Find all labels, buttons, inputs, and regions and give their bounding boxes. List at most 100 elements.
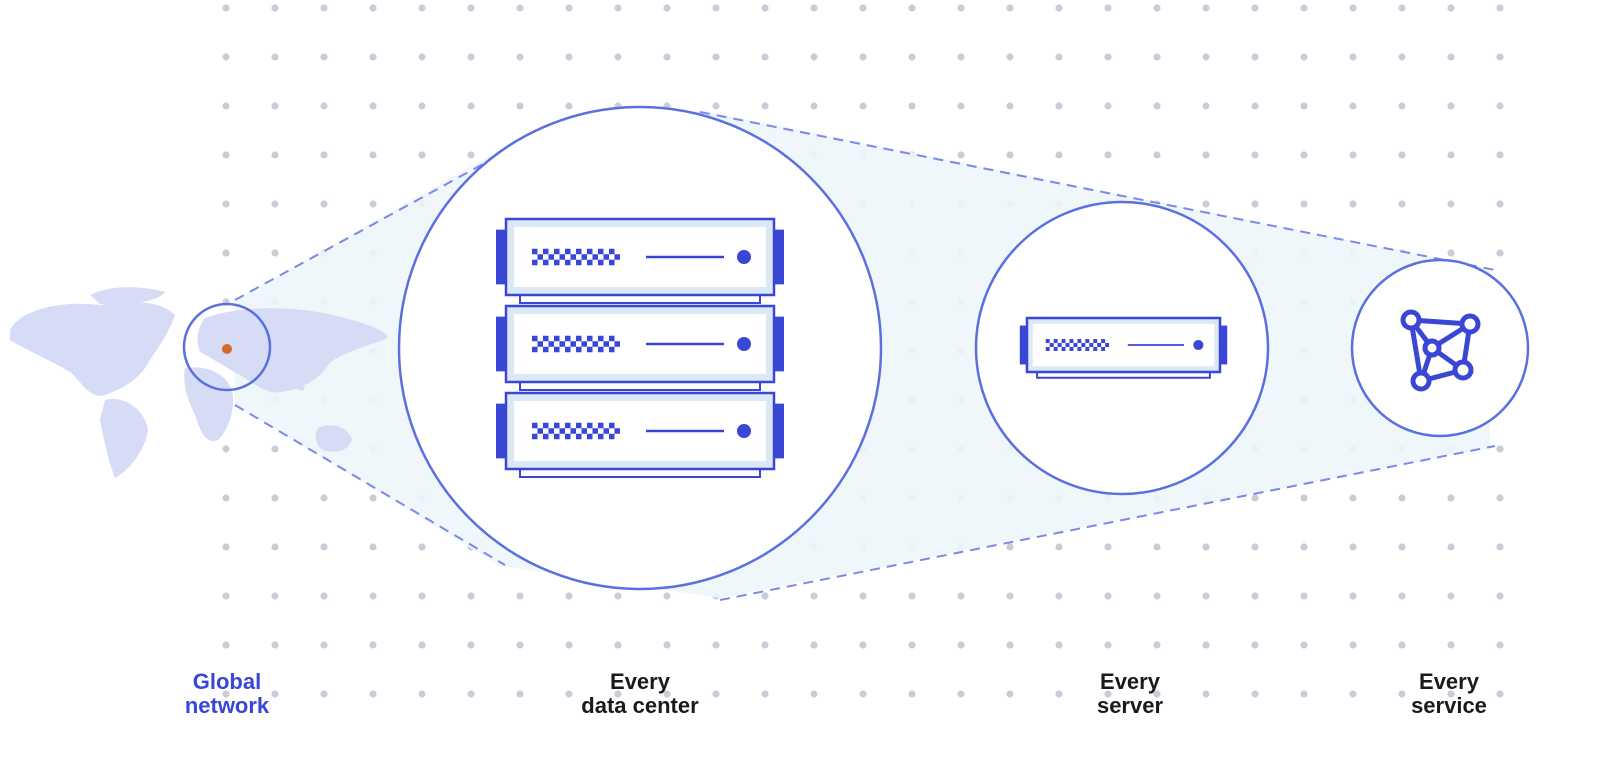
grid-dot [908, 102, 916, 110]
grid-dot [663, 641, 671, 649]
grid-dot [663, 690, 671, 698]
grid-dot [1447, 249, 1455, 257]
grid-dot [712, 53, 720, 61]
grid-dot [1251, 543, 1259, 551]
grid-dot [418, 690, 426, 698]
grid-dot [1202, 151, 1210, 159]
server-unit [1019, 316, 1228, 379]
grid-dot [467, 641, 475, 649]
grid-dot [1153, 102, 1161, 110]
grid-dot [957, 641, 965, 649]
grid-dot [271, 543, 279, 551]
grid-dot [810, 4, 818, 12]
grid-dot [859, 4, 867, 12]
grid-dot [516, 102, 524, 110]
grid-dot [565, 641, 573, 649]
cone-edge-bottom-1 [234, 404, 506, 566]
grid-dot [859, 690, 867, 698]
grid-dot [467, 4, 475, 12]
grid-dot [418, 592, 426, 600]
grid-dot [1104, 641, 1112, 649]
grid-dot [1447, 592, 1455, 600]
grid-dot [418, 4, 426, 12]
grid-dot [1006, 690, 1014, 698]
grid-dot [565, 4, 573, 12]
cone-edge-top-1 [234, 151, 506, 301]
grid-dot [1202, 53, 1210, 61]
grid-dot [957, 4, 965, 12]
grid-dot [418, 102, 426, 110]
grid-dot [467, 102, 475, 110]
grid-dot [1300, 151, 1308, 159]
grid-dot [222, 53, 230, 61]
grid-dot [565, 102, 573, 110]
grid-dot [320, 543, 328, 551]
service-network-icon [1400, 309, 1481, 392]
grid-dot [1202, 4, 1210, 12]
grid-dot [1006, 641, 1014, 649]
grid-dot [516, 53, 524, 61]
grid-dot [1447, 151, 1455, 159]
server-vent-icon [532, 248, 620, 266]
grid-dot [1447, 690, 1455, 698]
grid-dot [271, 151, 279, 159]
grid-dot [1202, 641, 1210, 649]
grid-dot [222, 4, 230, 12]
grid-dot [369, 592, 377, 600]
server-ear-left [496, 403, 506, 459]
grid-dot [1153, 151, 1161, 159]
grid-dot [1398, 200, 1406, 208]
grid-dot [1496, 102, 1504, 110]
grid-dot [320, 102, 328, 110]
grid-dot [1349, 592, 1357, 600]
grid-dot [1349, 200, 1357, 208]
grid-dot [1300, 494, 1308, 502]
grid-dot [271, 445, 279, 453]
grid-dot [1398, 543, 1406, 551]
grid-dot [1251, 200, 1259, 208]
grid-dot [1447, 53, 1455, 61]
grid-dot [1349, 690, 1357, 698]
grid-dot [271, 53, 279, 61]
grid-dot [1398, 494, 1406, 502]
grid-dot [1398, 641, 1406, 649]
grid-dot [1055, 543, 1063, 551]
grid-dot [1496, 592, 1504, 600]
server-vent-icon [532, 422, 620, 440]
grid-dot [712, 641, 720, 649]
caption-global-network: Global network [137, 670, 317, 718]
grid-dot [1349, 53, 1357, 61]
server-led-icon [737, 250, 751, 264]
grid-dot [1006, 53, 1014, 61]
grid-dot [1202, 690, 1210, 698]
grid-dot [810, 53, 818, 61]
grid-dot [418, 53, 426, 61]
grid-dot [712, 102, 720, 110]
grid-dot [1153, 641, 1161, 649]
grid-dot [516, 690, 524, 698]
grid-dot [810, 102, 818, 110]
grid-dot [957, 102, 965, 110]
grid-dot [1055, 690, 1063, 698]
server-led-icon [1193, 339, 1204, 351]
grid-dot [908, 592, 916, 600]
caption-global-line1: Global [192, 669, 262, 694]
grid-dot [761, 102, 769, 110]
grid-dot [369, 641, 377, 649]
grid-dot [418, 543, 426, 551]
grid-dot [957, 53, 965, 61]
grid-dot [663, 4, 671, 12]
grid-dot [1447, 641, 1455, 649]
grid-dot [418, 641, 426, 649]
grid-dot [663, 53, 671, 61]
grid-dot [1251, 4, 1259, 12]
grid-dot [565, 592, 573, 600]
grid-dot [1349, 151, 1357, 159]
grid-dot [1055, 641, 1063, 649]
grid-dot [1104, 592, 1112, 600]
grid-dot [1153, 592, 1161, 600]
grid-dot [565, 690, 573, 698]
grid-dot [1300, 690, 1308, 698]
grid-dot [1349, 102, 1357, 110]
grid-dot [761, 53, 769, 61]
